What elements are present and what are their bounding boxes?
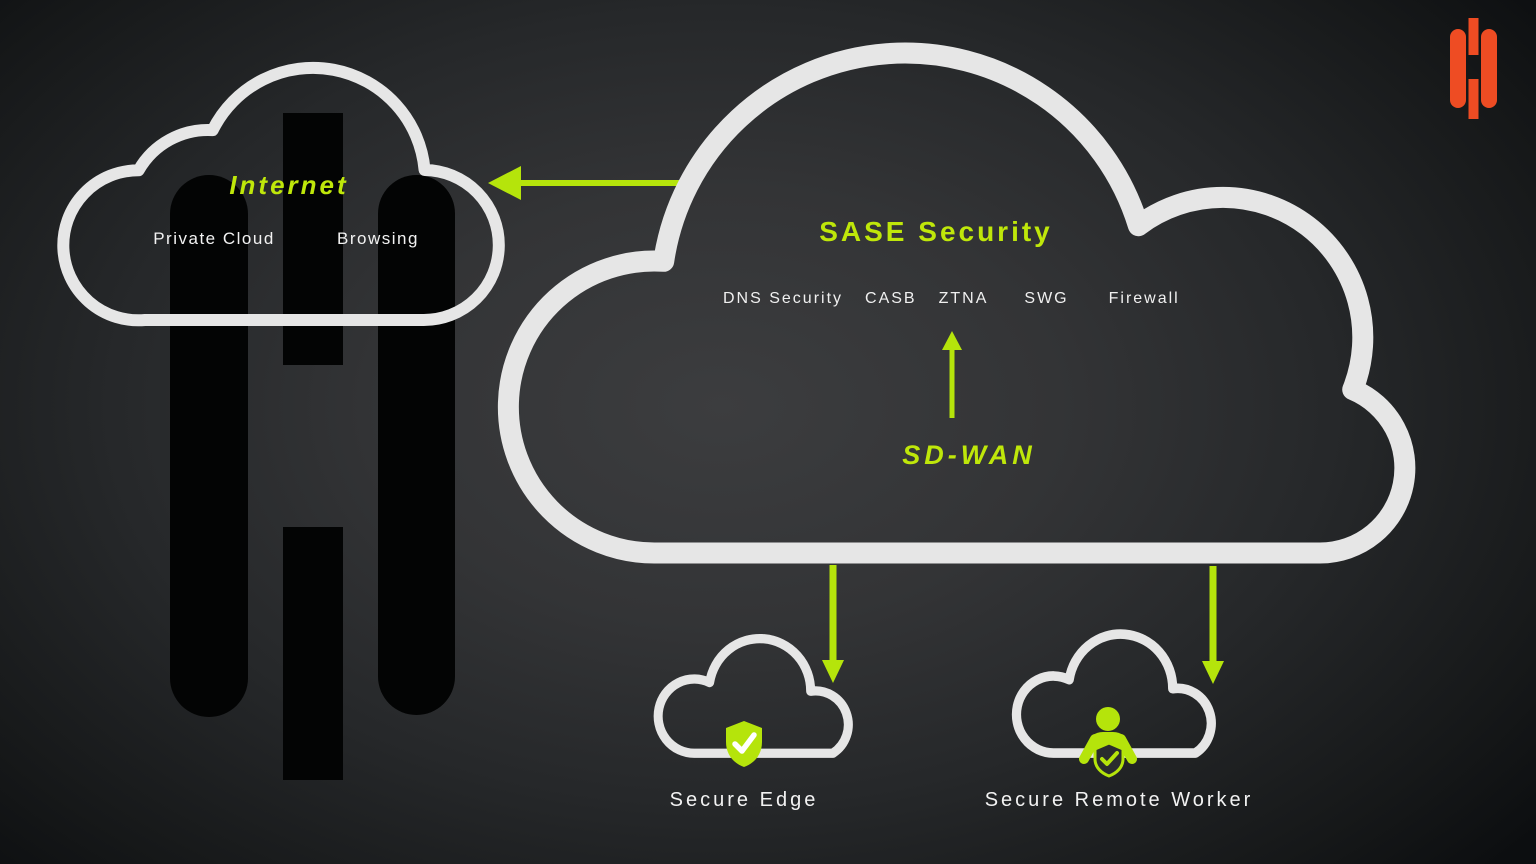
arrow-down-edge-icon [822, 565, 844, 683]
service-swg: SWG [1024, 290, 1069, 307]
remote-worker-cloud-icon [1011, 629, 1216, 758]
private-cloud-label: Private Cloud [153, 229, 275, 248]
sase-cloud-icon [497, 42, 1416, 564]
sdwan-label: SD-WAN [902, 440, 1036, 470]
sase-title: SASE Security [819, 216, 1053, 247]
shield-check-icon [726, 721, 762, 767]
secure-edge-label: Secure Edge [669, 789, 819, 811]
service-casb: CASB [865, 290, 917, 307]
arrow-down-remote-icon [1202, 566, 1224, 684]
service-ztna: ZTNA [938, 290, 989, 307]
brand-logo-icon [1450, 18, 1497, 119]
service-dns-security: DNS Security [723, 290, 844, 307]
arrow-up-icon [942, 331, 962, 418]
browsing-label: Browsing [337, 229, 419, 248]
secure-remote-worker-label: Secure Remote Worker [984, 789, 1254, 811]
arrow-left-icon [488, 166, 687, 200]
sase-services-row: DNS Security CASB ZTNA SWG Firewall [723, 290, 1180, 308]
internet-title: Internet [229, 170, 349, 200]
secure-edge-cloud-icon [653, 633, 853, 758]
service-firewall: Firewall [1108, 290, 1180, 307]
remote-worker-icon [1079, 707, 1137, 778]
internet-cloud-icon [57, 61, 505, 327]
